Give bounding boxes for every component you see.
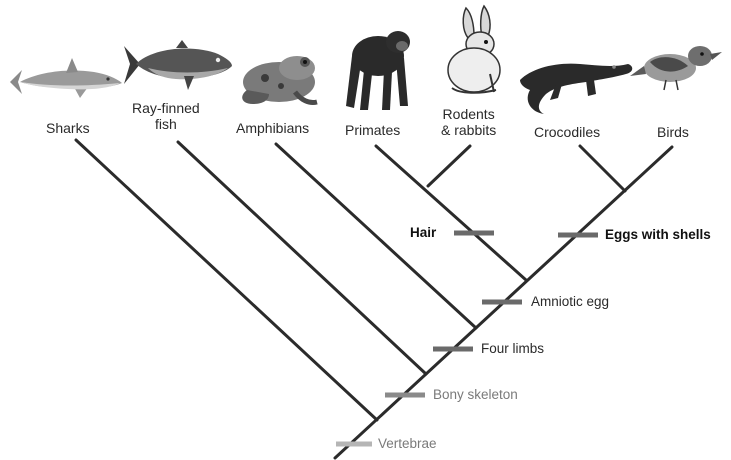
taxon-label-primates: Primates xyxy=(345,122,400,138)
character-label-four-limbs: Four limbs xyxy=(481,341,544,357)
character-label-eggs-with-shells: Eggs with shells xyxy=(605,227,711,243)
taxon-label-birds: Birds xyxy=(657,124,689,140)
taxon-label-amphibians: Amphibians xyxy=(236,120,309,136)
amphibian-branch xyxy=(276,144,476,328)
taxon-label-rodents-line2: & rabbits xyxy=(441,122,496,138)
fish-icon xyxy=(122,40,234,92)
frog-icon xyxy=(235,52,323,108)
taxon-label-ray-finned-fish: Ray-finned fish xyxy=(132,100,200,132)
taxon-label-rodents-line1: Rodents xyxy=(441,106,496,122)
fish-branch xyxy=(178,142,426,374)
taxon-label-ray-finned-line2: fish xyxy=(132,116,200,132)
taxon-label-sharks: Sharks xyxy=(46,120,90,136)
taxon-label-ray-finned-line1: Ray-finned xyxy=(132,100,200,116)
shark-icon xyxy=(8,56,124,104)
taxon-label-crocodiles: Crocodiles xyxy=(534,124,600,140)
crocodile-icon xyxy=(516,50,636,118)
character-label-bony-skeleton: Bony skeleton xyxy=(433,387,518,403)
character-label-amniotic-egg: Amniotic egg xyxy=(531,294,609,310)
taxon-label-rodents-rabbits: Rodents & rabbits xyxy=(441,106,496,138)
crocodile-branch xyxy=(580,146,625,191)
bird-icon xyxy=(630,40,724,92)
rodent-branch xyxy=(428,146,470,186)
character-label-hair: Hair xyxy=(410,225,436,241)
character-label-vertebrae: Vertebrae xyxy=(378,436,437,452)
chimpanzee-icon xyxy=(338,26,414,112)
shark-branch xyxy=(76,140,377,420)
rabbit-icon xyxy=(440,4,512,96)
